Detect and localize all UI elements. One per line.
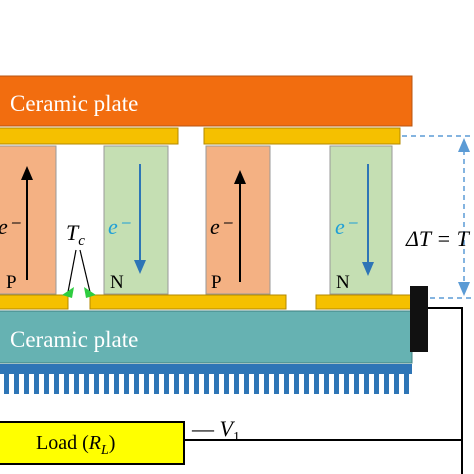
heat-sink-fin bbox=[64, 372, 69, 394]
bottom-conductor-middle bbox=[89, 294, 287, 310]
heat-sink-fin bbox=[224, 372, 229, 394]
heat-sink-fin bbox=[84, 372, 89, 394]
heat-sink-fin bbox=[174, 372, 179, 394]
leg-type-p1: P bbox=[6, 272, 17, 293]
heat-sink-fin bbox=[364, 372, 369, 394]
bottom-conductor-right bbox=[315, 294, 413, 310]
heat-sink-fin bbox=[214, 372, 219, 394]
heat-sink-base bbox=[0, 364, 412, 374]
heat-sink-fin bbox=[374, 372, 379, 394]
n-leg-2-arrowhead bbox=[362, 262, 374, 276]
bottom-plate-label: Ceramic plate bbox=[10, 327, 138, 352]
leg-type-n2: N bbox=[336, 272, 350, 293]
top-conductor-left bbox=[0, 127, 179, 145]
carrier-label-p1: e⁻ bbox=[0, 214, 22, 239]
heat-sink-fin bbox=[284, 372, 289, 394]
n-leg-1 bbox=[103, 145, 169, 295]
p-leg-1-arrowhead bbox=[21, 166, 33, 180]
heat-sink-fin bbox=[234, 372, 239, 394]
tc-arrow-right-icon bbox=[84, 287, 96, 298]
cold-temp-label: Tc bbox=[66, 220, 85, 249]
heat-sink-fin bbox=[314, 372, 319, 394]
delta-t-arrow-up-icon bbox=[458, 138, 470, 152]
leg-type-p2: P bbox=[211, 272, 222, 293]
tc-arrow-left-icon bbox=[62, 287, 74, 298]
circuit-wire bbox=[428, 307, 463, 474]
heat-sink-fin bbox=[244, 372, 249, 394]
n-leg-1-arrowhead bbox=[134, 260, 146, 274]
delta-t-arrow-down-icon bbox=[458, 282, 470, 296]
heat-sink-fin bbox=[134, 372, 139, 394]
heat-sink-fin bbox=[344, 372, 349, 394]
heat-sink-fin bbox=[54, 372, 59, 394]
carrier-label-p2: e⁻ bbox=[210, 214, 234, 239]
heat-sink-fin bbox=[144, 372, 149, 394]
heat-sink-fin bbox=[204, 372, 209, 394]
tc-pointer-right bbox=[79, 249, 91, 293]
heat-sink-fin bbox=[104, 372, 109, 394]
n-leg-2 bbox=[329, 145, 393, 295]
leg-type-n1: N bbox=[110, 272, 124, 293]
top-plate-label: Ceramic plate bbox=[10, 91, 138, 116]
heat-sink-fin bbox=[184, 372, 189, 394]
heat-sink-fin bbox=[124, 372, 129, 394]
heat-sink-fin bbox=[194, 372, 199, 394]
heat-sink-fin bbox=[274, 372, 279, 394]
tc-pointer-left bbox=[67, 249, 77, 293]
heat-sink-fin bbox=[34, 372, 39, 394]
heat-sink-fin bbox=[334, 372, 339, 394]
heat-sink-fin bbox=[44, 372, 49, 394]
heat-sink-fin bbox=[74, 372, 79, 394]
heat-sink-fin bbox=[154, 372, 159, 394]
load-resistor bbox=[0, 421, 185, 465]
top-ceramic-plate bbox=[0, 75, 413, 127]
carrier-label-n1: e⁻ bbox=[108, 214, 132, 239]
carrier-label-n2: e⁻ bbox=[335, 214, 359, 239]
heat-sink-fin bbox=[94, 372, 99, 394]
bottom-conductor-left bbox=[0, 294, 69, 310]
heat-sink-fin bbox=[394, 372, 399, 394]
heat-sink-fin bbox=[254, 372, 259, 394]
heat-sink-fin bbox=[4, 372, 9, 394]
heat-sink-fin bbox=[164, 372, 169, 394]
heat-sink-fin bbox=[24, 372, 29, 394]
heat-sink-fin bbox=[304, 372, 309, 394]
heat-sink-fin bbox=[384, 372, 389, 394]
heat-sink-fin bbox=[14, 372, 19, 394]
heat-sink-fin bbox=[114, 372, 119, 394]
top-conductor-right bbox=[203, 127, 401, 145]
heat-sink-fin bbox=[264, 372, 269, 394]
voltage-label: — V1 bbox=[191, 416, 240, 445]
heat-sink-fin bbox=[294, 372, 299, 394]
heat-sink-fin bbox=[354, 372, 359, 394]
heat-sink-fins bbox=[4, 372, 409, 394]
heat-sink-fin bbox=[324, 372, 329, 394]
p-leg-2-arrowhead bbox=[234, 170, 246, 184]
heat-sink-fin bbox=[404, 372, 409, 394]
terminal-block bbox=[410, 286, 428, 352]
p-leg-2 bbox=[205, 145, 271, 295]
delta-t-label: ΔT = T bbox=[405, 226, 471, 251]
